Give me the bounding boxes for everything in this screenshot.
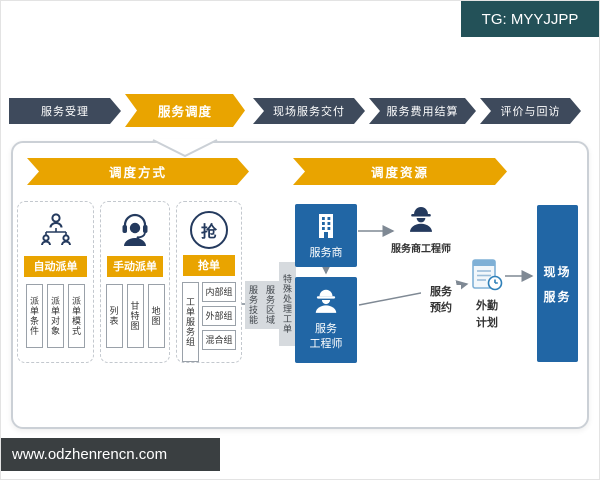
- option-list-view[interactable]: 列表: [105, 284, 123, 348]
- tag-special-workorder: 特殊处理工单: [279, 262, 296, 346]
- auto-dispatch-options: 派单条件 派单对象 派单模式: [18, 284, 93, 348]
- banner-dispatch-resource: 调度资源: [293, 158, 507, 185]
- provider-label: 服务商: [309, 246, 343, 259]
- option-dispatch-condition[interactable]: 派单条件: [26, 284, 43, 348]
- option-dispatch-target[interactable]: 派单对象: [47, 284, 64, 348]
- tab-service-intake[interactable]: 服务受理: [9, 98, 121, 124]
- option-internal-group[interactable]: 内部组: [202, 282, 236, 302]
- org-network-icon: [18, 206, 93, 254]
- clipboard-clock-icon: [471, 258, 503, 297]
- option-map-view[interactable]: 地图: [147, 284, 165, 348]
- tg-watermark-badge: TG: MYYJJPP: [461, 1, 599, 37]
- tag-service-skill: 服务技能: [245, 281, 262, 329]
- tag-service-area: 服务区域: [262, 281, 279, 329]
- provider-engineer-label: 服务商工程师: [391, 244, 451, 255]
- manual-dispatch-options: 列表 甘特图 地图: [101, 284, 169, 348]
- card-grab-order: 抢 抢单 工单服务组 内部组 外部组 混合组: [176, 201, 242, 363]
- grab-circle-icon: 抢: [177, 206, 241, 253]
- option-dispatch-mode[interactable]: 派单模式: [68, 284, 85, 348]
- grab-icon-text: 抢: [200, 223, 217, 241]
- option-mixed-group[interactable]: 混合组: [202, 330, 236, 350]
- node-service-provider: 服务商: [295, 204, 357, 267]
- label-field-plan: 外勤 计划: [476, 300, 498, 329]
- option-external-group[interactable]: 外部组: [202, 306, 236, 326]
- building-icon: [314, 212, 338, 241]
- worker-helmet-icon: [406, 207, 436, 236]
- node-provider-engineer: 服务商工程师: [379, 204, 463, 255]
- grab-order-groups: 工单服务组 内部组 外部组 混合组: [182, 282, 236, 362]
- card-manual-dispatch: 手动派单 列表 甘特图 地图: [100, 201, 170, 363]
- tab-fee-settlement[interactable]: 服务费用结算: [369, 98, 476, 124]
- label-service-booking: 服务 预约: [421, 285, 461, 317]
- headset-agent-icon: [101, 206, 169, 254]
- tab-service-dispatch-active[interactable]: 服务调度: [125, 94, 245, 127]
- tab-review-followup[interactable]: 评价与回访: [480, 98, 581, 124]
- card-auto-dispatch: 自动派单 派单条件 派单对象 派单模式: [17, 201, 94, 363]
- banner-dispatch-mode: 调度方式: [27, 158, 249, 185]
- label-workorder-service-group: 工单服务组: [182, 282, 199, 362]
- card-title-auto-dispatch: 自动派单: [24, 256, 87, 277]
- worker-helmet-icon: [312, 287, 340, 318]
- engineer-label: 服务 工程师: [309, 322, 343, 351]
- card-title-manual-dispatch: 手动派单: [107, 256, 163, 277]
- website-watermark: www.odzhenrencn.com: [1, 438, 220, 471]
- node-service-engineer: 服务 工程师: [295, 277, 357, 363]
- card-title-grab-order: 抢单: [183, 255, 235, 276]
- option-gantt-view[interactable]: 甘特图: [126, 284, 144, 348]
- tab-onsite-delivery[interactable]: 现场服务交付: [253, 98, 365, 124]
- node-onsite-service: 现场 服务: [537, 205, 578, 362]
